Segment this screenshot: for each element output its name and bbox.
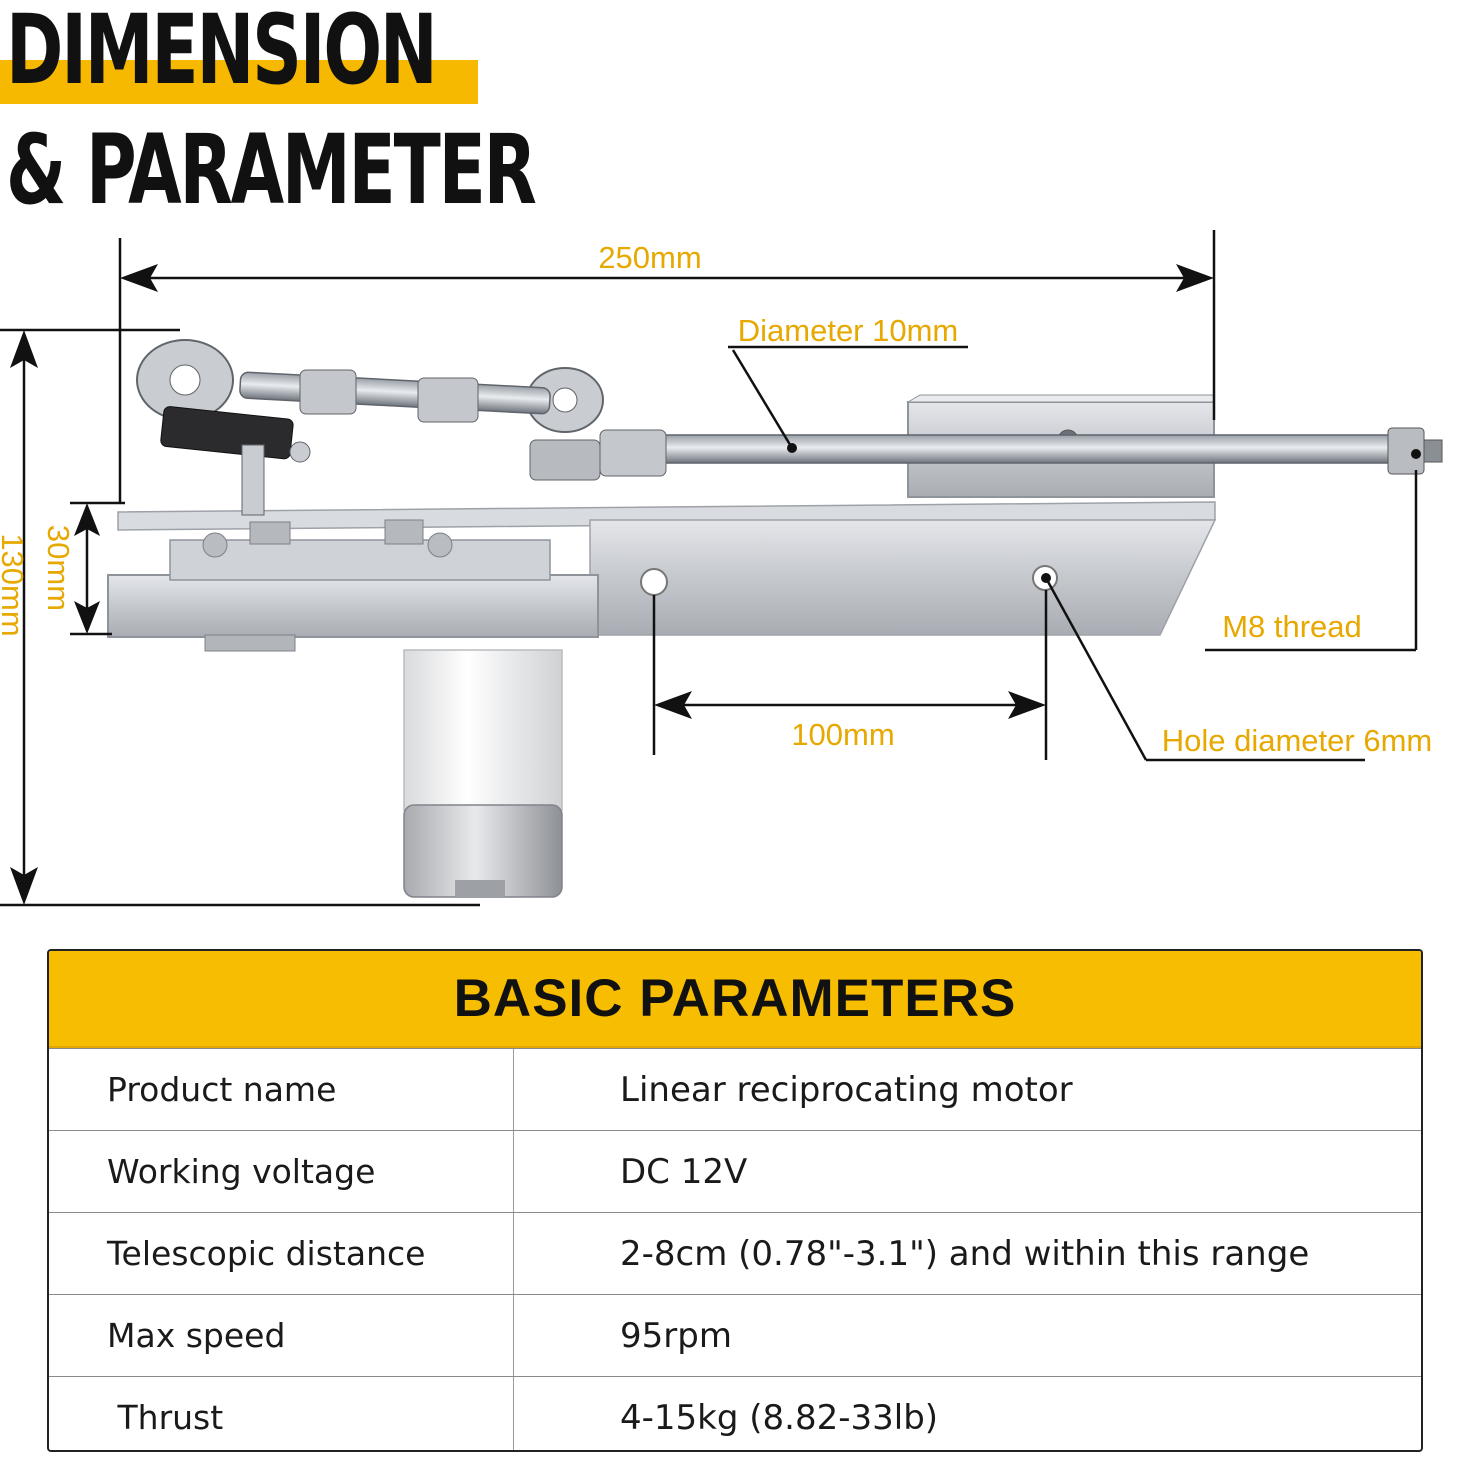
- page-title-line-2: & PARAMETER: [6, 114, 537, 226]
- param-value: DC 12V: [620, 1151, 748, 1192]
- param-value: 95rpm: [620, 1315, 732, 1356]
- page-title-line-1: DIMENSION: [6, 0, 438, 106]
- table-row: Product name Linear reciprocating motor: [49, 1048, 1421, 1130]
- dimension-lines: [0, 230, 1418, 907]
- rod-diameter-label: Diameter 10mm: [738, 313, 959, 348]
- table-header: BASIC PARAMETERS: [49, 951, 1421, 1048]
- param-label: Thrust: [49, 1377, 514, 1450]
- leader-dot: [1041, 573, 1051, 583]
- table-row: Thrust 4-15kg (8.82-33lb): [49, 1376, 1421, 1450]
- table-row: Max speed 95rpm: [49, 1294, 1421, 1376]
- product-dimension-diagram: 250mm Diameter 10mm 30mm 130mm M8 thread…: [0, 230, 1443, 907]
- param-label: Telescopic distance: [49, 1213, 514, 1294]
- param-value: 2-8cm (0.78"-3.1") and within this range: [620, 1233, 1310, 1274]
- table-title: BASIC PARAMETERS: [453, 969, 1017, 1028]
- length-dimension-label: 250mm: [598, 240, 701, 275]
- leader-dot: [1411, 449, 1421, 459]
- actuator-illustration: [107, 339, 1443, 898]
- leader-dot: [787, 443, 797, 453]
- title-highlight-bar: [0, 60, 478, 104]
- thickness-dimension-label: 30mm: [41, 525, 76, 611]
- dimension-arrowheads: [10, 264, 1421, 905]
- hole-diameter-label: Hole diameter 6mm: [1162, 723, 1432, 758]
- param-label: Max speed: [49, 1295, 514, 1376]
- hole-spacing-label: 100mm: [791, 717, 894, 752]
- basic-parameters-table: BASIC PARAMETERS Product name Linear rec…: [47, 949, 1423, 1452]
- mounting-hole: [640, 568, 668, 596]
- param-value: Linear reciprocating motor: [620, 1069, 1073, 1110]
- param-value: 4-15kg (8.82-33lb): [620, 1397, 939, 1438]
- table-row: Telescopic distance 2-8cm (0.78"-3.1") a…: [49, 1212, 1421, 1294]
- height-dimension-label: 130mm: [0, 533, 30, 636]
- thread-spec-label: M8 thread: [1222, 609, 1362, 644]
- param-label: Working voltage: [49, 1131, 514, 1212]
- table-row: Working voltage DC 12V: [49, 1130, 1421, 1212]
- param-label: Product name: [49, 1049, 514, 1130]
